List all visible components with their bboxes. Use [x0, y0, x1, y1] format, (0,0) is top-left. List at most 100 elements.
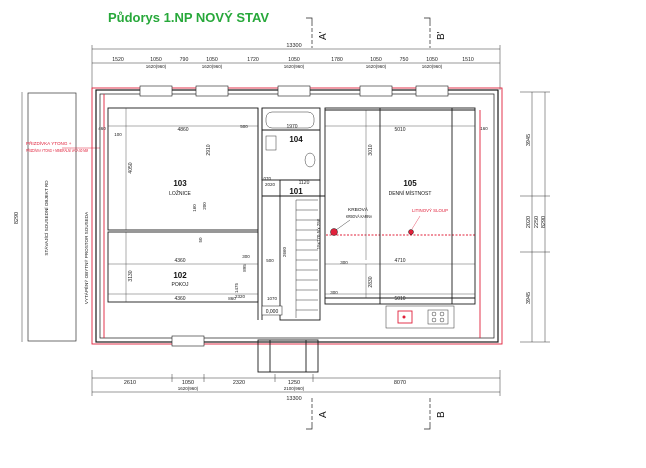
top-windows: [139, 85, 449, 97]
bathroom-fixtures: [265, 111, 316, 168]
left-overall-dim: 8290: [14, 212, 20, 224]
top-dim-8: 1050: [370, 57, 382, 63]
bottom-door-label: 2100(960): [284, 386, 305, 391]
room-104-number: 104: [289, 135, 303, 144]
page-title: Půdorys 1.NP NOVÝ STAV: [108, 10, 270, 25]
r105-bottom: 5010: [394, 296, 405, 302]
right-dim-2: 2020: [526, 216, 532, 228]
bottom-window-label: 1620(960): [178, 386, 199, 391]
section-marker-b-bottom: B: [436, 411, 447, 418]
room-105-name: DENNÍ MÍSTNOST: [389, 190, 432, 197]
r105-lower: 2830: [368, 276, 374, 287]
room-103-number: 103: [173, 179, 187, 188]
r103-height: 4050: [128, 162, 134, 173]
r103-inner: 2910: [206, 144, 212, 155]
bottom-dimension-lines: [91, 370, 501, 396]
right-dim-1: 3945: [526, 134, 532, 146]
kitchen-counter: [385, 305, 455, 329]
misc-dim-2: 100: [114, 132, 122, 137]
top-dim-7: 1780: [331, 57, 343, 63]
r102-width: 4360: [174, 258, 185, 264]
top-dim-5: 1720: [247, 57, 259, 63]
room-102-name: POKOJ: [172, 282, 189, 288]
misc-dim-17: 160: [192, 204, 197, 212]
r105-mid: 4710: [394, 258, 405, 264]
top-window-label-1: 1620(960): [146, 64, 167, 69]
inner-walls: [107, 107, 476, 373]
side-dimension-lines: [21, 91, 550, 343]
overall-width-bottom: 13300: [286, 396, 301, 402]
neighbour-building-outline: [27, 92, 77, 342]
top-dim-4: 1050: [206, 57, 218, 63]
level-mark-box: [261, 305, 283, 316]
misc-dim-14: 1070: [267, 296, 278, 301]
r105-width: 5010: [394, 127, 405, 133]
section-lines: [306, 17, 431, 430]
misc-dim-19: 2320: [235, 294, 246, 299]
r102-height: 3130: [128, 270, 134, 281]
misc-dim-5: 1070: [261, 176, 272, 181]
level-mark: 0,000: [266, 309, 279, 315]
room-101-number: 101: [289, 187, 303, 196]
neighbour-space-label: VYTÁPĚNÝ OBYTNÝ PROSTOR SOUSEDA: [82, 211, 89, 304]
r101-width: 1120: [299, 180, 310, 186]
room-dimension-lines: [108, 108, 475, 302]
r102-bottom: 4360: [174, 296, 185, 302]
top-dim-11: 1510: [462, 57, 474, 63]
top-dim-9: 750: [400, 57, 409, 63]
right-dim-3: 2250: [534, 216, 540, 228]
misc-dim-15: 200: [202, 202, 207, 210]
section-marker-a-bottom: A: [318, 411, 329, 418]
right-dim-5: 3945: [526, 292, 532, 304]
top-dim-1: 1520: [112, 57, 124, 63]
misc-dim-1: 460: [98, 126, 106, 131]
misc-dim-7: 300: [340, 260, 348, 265]
fireplace-label-full: KRBOVÁ KAMNA: [346, 213, 373, 220]
insulation-note-line1: PŘIZDÍVKA YTONG +: [26, 139, 72, 146]
r105-height: 3010: [368, 144, 374, 155]
misc-dim-3: 500: [240, 124, 248, 129]
top-window-label-2: 1620(960): [202, 64, 223, 69]
misc-dim-8: 2020: [265, 182, 276, 187]
top-window-label-4: 1620(960): [366, 64, 387, 69]
top-dim-6: 1050: [288, 57, 300, 63]
misc-dim-12: 2660: [282, 246, 287, 257]
r103-width: 4860: [177, 127, 188, 133]
misc-dim-9: 895: [242, 264, 247, 272]
stair-dim: 15x170,5/x 256: [316, 218, 321, 249]
bottom-dim-5: 8070: [394, 380, 406, 386]
fireplace-label: KRBOVÁ: [348, 206, 369, 213]
bottom-windows: [171, 335, 205, 347]
misc-dim-18: 300: [330, 290, 338, 295]
section-marker-b-top: B': [436, 31, 447, 40]
misc-dim-13: 860: [228, 296, 236, 301]
new-work-red: [91, 87, 503, 345]
room-103-name: LOŽNICE: [169, 189, 191, 197]
room-102-number: 102: [173, 271, 187, 280]
top-window-labels: 1620(960) 1620(960) 1620(960) 1620(960) 1620…: [146, 64, 443, 69]
column-symbol: [408, 229, 414, 235]
column-label: LITINOVÝ SLOUP: [412, 207, 448, 214]
misc-dim-6: 500: [266, 258, 274, 263]
insulation-note: PŘIZDÍVKA YTONG + MINERÁLNÍ VATA 50 MM: [26, 148, 88, 153]
room-105-number: 105: [403, 179, 417, 188]
top-dim-3: 790: [180, 57, 189, 63]
staircase: [295, 199, 318, 318]
misc-dim-10: 300: [242, 254, 250, 259]
bottom-dim-4: 1250: [288, 380, 300, 386]
top-window-label-3: 1620(960): [284, 64, 305, 69]
bottom-dim-1: 2610: [124, 380, 136, 386]
bottom-dim-3: 2320: [233, 380, 245, 386]
overall-width-top: 13300: [286, 43, 301, 49]
misc-dim-16: 50: [198, 237, 203, 243]
top-dim-2: 1050: [150, 57, 162, 63]
r104-width: 1970: [286, 124, 297, 130]
fireplace-symbol: [330, 228, 338, 236]
misc-dim-4: 160: [480, 126, 488, 131]
right-dim-4: 8290: [541, 216, 547, 228]
neighbour-building-label: STÁVAJÍCÍ SOUSEDNÍ OBJEKT RD: [43, 180, 49, 256]
top-window-label-5: 1620(960): [422, 64, 443, 69]
